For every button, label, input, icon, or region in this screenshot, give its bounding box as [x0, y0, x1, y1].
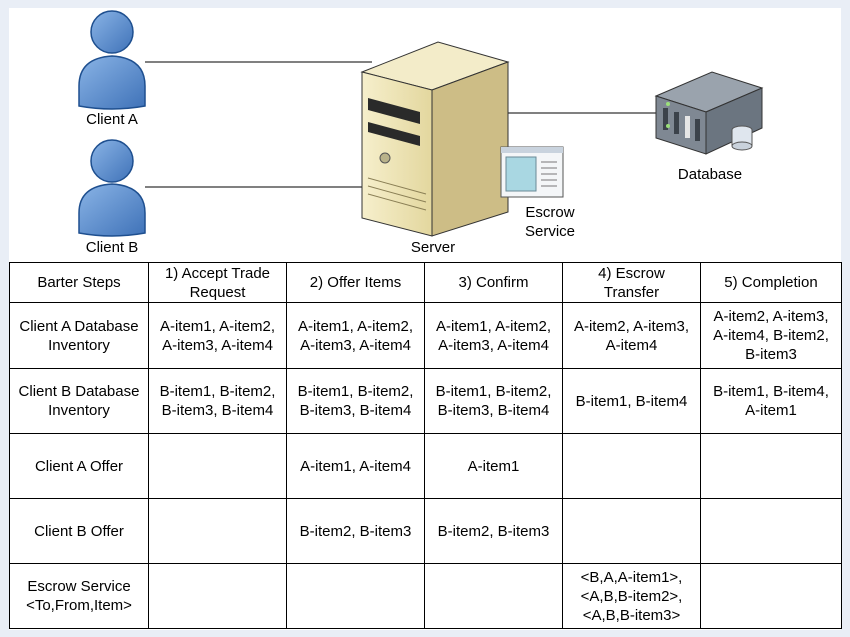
table-cell: A-item1, A-item2, A-item3, A-item4 [286, 302, 425, 369]
client-a-person-icon [78, 10, 146, 110]
row-header: Client B Database Inventory [9, 368, 149, 434]
table-cell: A-item1, A-item2, A-item3, A-item4 [424, 302, 563, 369]
table-cell: B-item1, B-item2, B-item3, B-item4 [424, 368, 563, 434]
client-b-label: Client B [85, 239, 139, 256]
row-header: Client B Offer [9, 498, 149, 564]
server-tower-icon [360, 41, 510, 237]
row-header: Client A Offer [9, 433, 149, 499]
table-header-row: Barter Steps 1) Accept Trade Request 2) … [9, 262, 842, 303]
column-header: 3) Confirm [424, 262, 563, 303]
table-cell [700, 498, 842, 564]
table-row: Client A Database Inventory A-item1, A-i… [9, 302, 842, 369]
table-cell: B-item1, B-item4, A-item1 [700, 368, 842, 434]
table-cell: B-item1, B-item2, B-item3, B-item4 [286, 368, 425, 434]
table-cell [148, 498, 287, 564]
column-header: 1) Accept Trade Request [148, 262, 287, 303]
table-cell: A-item2, A-item3, A-item4, B-item2, B-it… [700, 302, 842, 369]
column-header: 5) Completion [700, 262, 842, 303]
barter-steps-table: Barter Steps 1) Accept Trade Request 2) … [9, 262, 842, 629]
table-cell: A-item1 [424, 433, 563, 499]
column-header: 2) Offer Items [286, 262, 425, 303]
network-diagram [78, 10, 764, 237]
table-cell: B-item1, B-item4 [562, 368, 701, 434]
table-cell [286, 563, 425, 629]
table-cell: <B,A,A-item1>, <A,B,B-item2>, <A,B,B-ite… [562, 563, 701, 629]
table-cell: A-item1, A-item2, A-item3, A-item4 [148, 302, 287, 369]
table-row: Client B Database Inventory B-item1, B-i… [9, 368, 842, 434]
row-header: Escrow Service <To,From,Item> [9, 563, 149, 629]
table-row: Escrow Service <To,From,Item> <B,A,A-ite… [9, 563, 842, 629]
database-rack-icon [654, 71, 764, 155]
table-cell [148, 433, 287, 499]
table-cell: B-item2, B-item3 [286, 498, 425, 564]
table-cell [700, 433, 842, 499]
table-cell [700, 563, 842, 629]
escrow-service-label: Escrow Service [524, 204, 576, 240]
database-label: Database [677, 166, 743, 183]
client-b-person-icon [78, 139, 146, 237]
table-cell [424, 563, 563, 629]
table-cell [562, 433, 701, 499]
table-cell [148, 563, 287, 629]
column-header: Barter Steps [9, 262, 149, 303]
table-cell [562, 498, 701, 564]
table-cell: B-item2, B-item3 [424, 498, 563, 564]
table-cell: B-item1, B-item2, B-item3, B-item4 [148, 368, 287, 434]
row-header: Client A Database Inventory [9, 302, 149, 369]
table-cell: A-item2, A-item3, A-item4 [562, 302, 701, 369]
column-header: 4) Escrow Transfer [562, 262, 701, 303]
table-cell: A-item1, A-item4 [286, 433, 425, 499]
client-a-label: Client A [86, 111, 138, 128]
table-row: Client B Offer B-item2, B-item3 B-item2,… [9, 498, 842, 564]
table-row: Client A Offer A-item1, A-item4 A-item1 [9, 433, 842, 499]
server-label: Server [410, 239, 456, 256]
escrow-window-icon [500, 146, 564, 198]
